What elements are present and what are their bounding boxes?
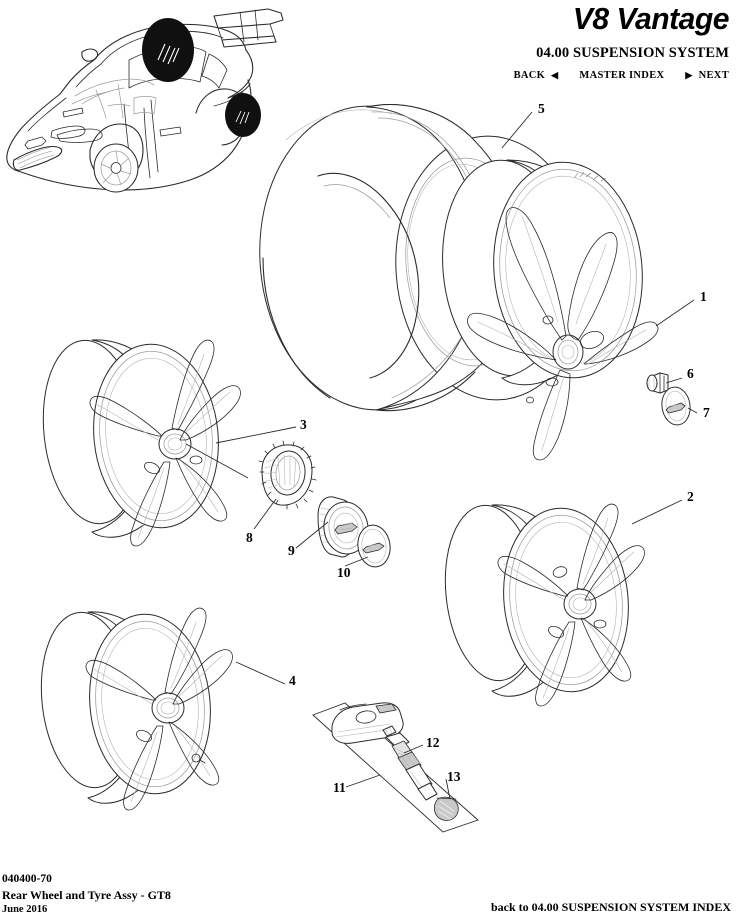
navigation-bar: BACK ◀ MASTER INDEX ▶ NEXT	[399, 70, 729, 81]
wheel-nut-drawing-part-6	[646, 372, 669, 394]
serrated-lock-ring-drawing-part-8	[258, 440, 317, 510]
master-index-link[interactable]: MASTER INDEX	[579, 70, 665, 81]
leader-3b	[185, 443, 249, 479]
tyre-pressure-sensor-drawing	[331, 702, 459, 821]
alloy-wheel-drawing-part-4	[40, 607, 233, 811]
vehicle-thumbnail-drawing	[6, 8, 301, 193]
alloy-wheel-drawing-part-3	[42, 339, 241, 547]
brand-logo: V8 Vantage	[572, 1, 730, 36]
leader-8	[253, 498, 277, 530]
leader-4	[235, 661, 286, 685]
leader-11	[345, 774, 381, 788]
callout-1: 1	[700, 289, 707, 304]
back-link[interactable]: BACK	[513, 70, 546, 81]
callout-4: 4	[289, 673, 296, 688]
publication-date: June 2016	[2, 904, 48, 915]
part-code: 040400-70	[2, 873, 52, 885]
leader-2	[631, 499, 683, 525]
callout-3: 3	[300, 417, 307, 432]
leader-12	[403, 744, 424, 754]
callout-10: 10	[337, 565, 351, 580]
alloy-wheel-drawing-part-1	[442, 159, 659, 461]
tyre-drawing-part-5	[259, 104, 589, 412]
leader-9	[295, 521, 329, 549]
page-footer-left: 040400-70 Rear Wheel and Tyre Assy - GT8…	[2, 872, 171, 917]
leader-1	[655, 299, 695, 327]
page-title: 04.00 SUSPENSION SYSTEM	[536, 45, 729, 61]
leader-3	[215, 426, 297, 444]
callout-9: 9	[288, 543, 295, 558]
alloy-wheel-drawing-part-2	[444, 503, 645, 707]
callout-8: 8	[246, 530, 253, 545]
callout-11: 11	[333, 780, 346, 795]
back-arrow-icon: ◀	[551, 69, 559, 80]
centre-cap-badge-drawing-part-10	[357, 524, 391, 568]
callout-12: 12	[426, 735, 440, 750]
callout-2: 2	[687, 489, 694, 504]
assembly-description: Rear Wheel and Tyre Assy - GT8	[2, 888, 171, 902]
wheel-centre-hub-cap-drawing-part-9	[317, 496, 369, 558]
leader-7	[687, 407, 698, 414]
back-to-index-link[interactable]: back to 04.00 SUSPENSION SYSTEM INDEX	[490, 900, 731, 914]
callout-13: 13	[447, 769, 461, 784]
callout-7: 7	[703, 405, 710, 420]
callout-6: 6	[687, 366, 694, 381]
leader-6	[665, 377, 683, 384]
callout-5: 5	[538, 101, 545, 116]
next-link[interactable]: NEXT	[698, 70, 729, 81]
tpms-assembly-bracket-drawing-part-11	[312, 702, 479, 833]
wheel-nut-cover-cap-drawing-part-7	[661, 386, 691, 426]
callout-leader-lines	[185, 111, 698, 800]
leader-5	[501, 111, 533, 149]
page-header: V8 Vantage 04.00 SUSPENSION SYSTEM BACK …	[399, 0, 730, 82]
next-arrow-icon: ▶	[685, 69, 693, 80]
